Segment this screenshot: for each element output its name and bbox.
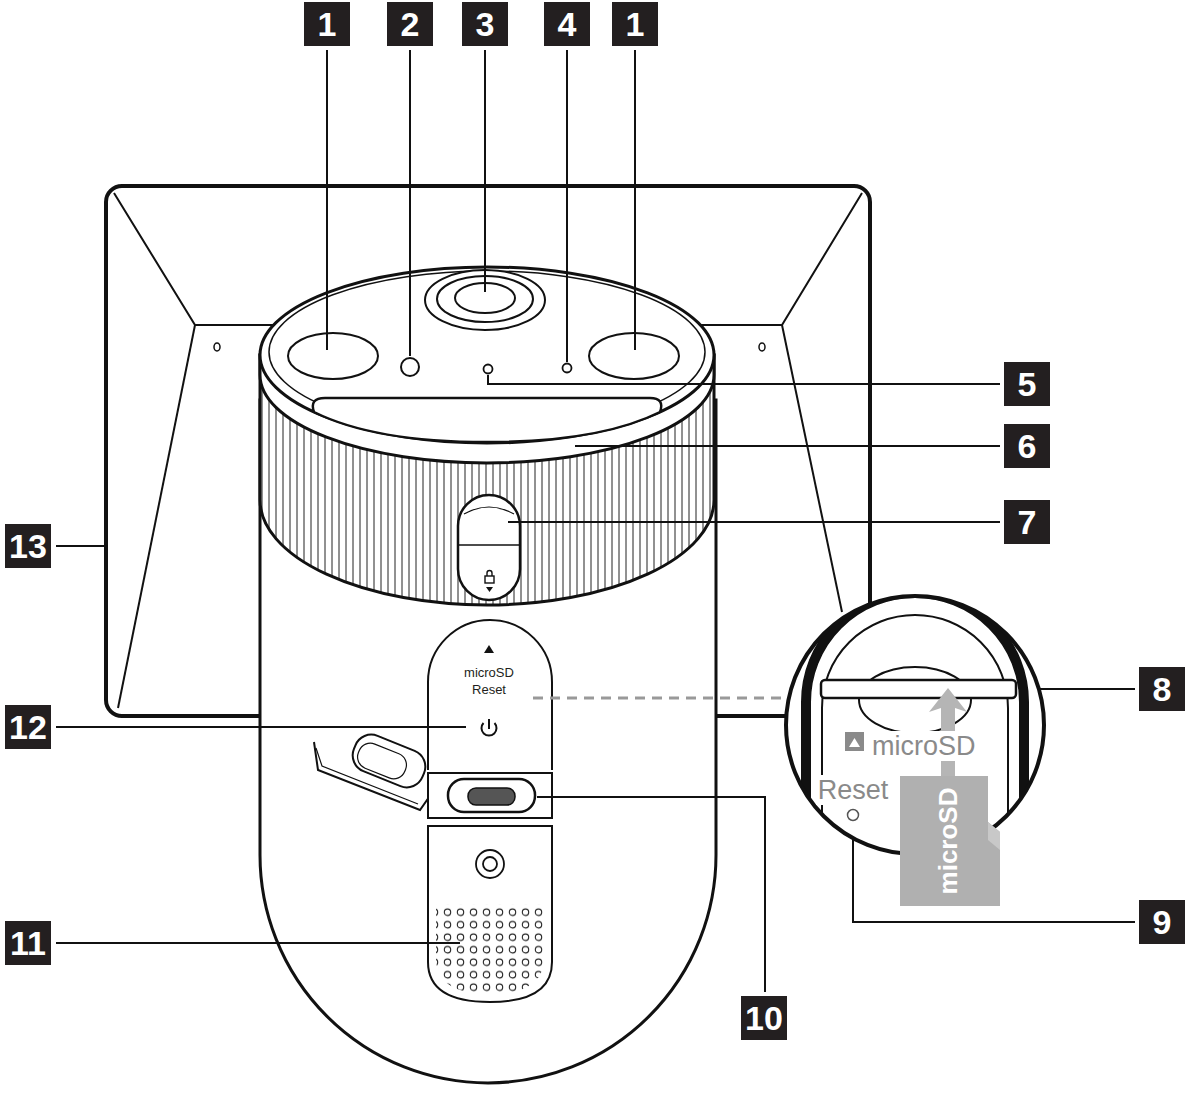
cover-label: Reset	[470, 682, 508, 698]
callout-number: 1	[612, 2, 658, 46]
cover-label: microSD	[462, 665, 516, 681]
callout-number: 10	[741, 996, 787, 1040]
callout-number: 11	[5, 921, 51, 965]
rubber-plug	[314, 730, 434, 810]
callout-number: 8	[1139, 667, 1185, 711]
slot-label: microSD	[870, 731, 978, 761]
callout-number: 7	[1004, 500, 1050, 544]
leader-lines	[56, 50, 1135, 992]
callout-number: 3	[462, 2, 508, 46]
callout-number: 6	[1004, 424, 1050, 468]
inset-view	[786, 593, 1044, 906]
slot-cover	[428, 620, 552, 770]
speaker-panel	[428, 826, 552, 1002]
usb-c-port	[428, 773, 552, 818]
callout-number: 12	[5, 705, 51, 749]
card-label: microSD	[933, 788, 963, 895]
callout-number: 9	[1139, 900, 1185, 944]
callout-number: 1	[304, 2, 350, 46]
callout-number: 4	[544, 2, 590, 46]
callout-number: 13	[5, 524, 51, 568]
lock-slider	[458, 495, 520, 600]
dashed-guide	[533, 697, 788, 700]
camera-head	[260, 267, 714, 605]
callout-number: 5	[1004, 362, 1050, 406]
callout-number: 2	[387, 2, 433, 46]
reset-label: Reset	[816, 775, 891, 805]
